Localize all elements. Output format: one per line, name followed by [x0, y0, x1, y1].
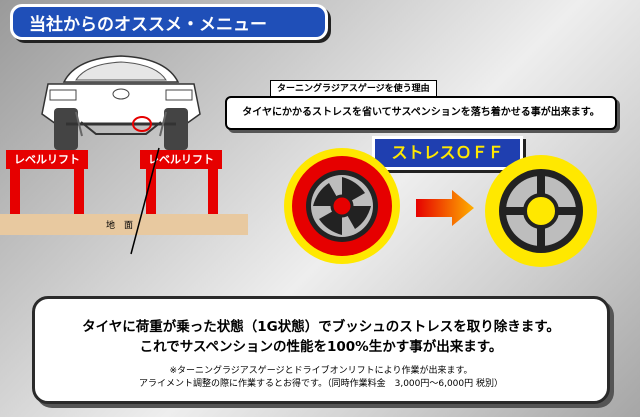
lift-label-right: レベルリフト	[140, 150, 222, 169]
note: ※ターニングラジアスゲージとドライブオンリフトにより作業が出来ます。 アライメン…	[35, 365, 607, 391]
relaxed-wheel-icon	[485, 155, 597, 267]
note-line-1: ※ターニングラジアスゲージとドライブオンリフトにより作業が出来ます。	[169, 366, 473, 376]
stressed-wheel-icon	[284, 148, 400, 264]
lift-leg	[74, 169, 84, 214]
reason-text: タイヤにかかるストレスを省いてサスペンションを落ち着かせる事が出来ます。	[225, 96, 617, 130]
page-title: 当社からのオススメ・メニュー	[10, 4, 328, 40]
pointer-line	[130, 147, 160, 255]
stress-off-label: ストレスＯＦＦ	[372, 136, 523, 170]
info-box: タイヤに荷重が乗った状態（1G状態）でブッシュのストレスを取り除きます。 これで…	[32, 296, 610, 404]
note-line-2: アライメント調整の際に作業するとお得です。（同時作業料金 3,000円〜6,00…	[139, 379, 503, 389]
ground	[0, 214, 248, 235]
arrow-right-icon	[416, 190, 474, 226]
lift-leg	[208, 169, 218, 214]
lift-leg	[146, 169, 156, 214]
main-line-1: タイヤに荷重が乗った状態（1G状態）でブッシュのストレスを取り除きます。	[82, 319, 560, 335]
lift-label-left: レベルリフト	[6, 150, 88, 169]
main-line-2: これでサスペンションの性能を100%生かす事が出来ます。	[139, 339, 503, 355]
lift-leg	[10, 169, 20, 214]
ground-label: 地 面	[106, 221, 134, 231]
car-rear-illustration	[41, 55, 201, 150]
main-description: タイヤに荷重が乗った状態（1G状態）でブッシュのストレスを取り除きます。 これで…	[35, 317, 607, 357]
